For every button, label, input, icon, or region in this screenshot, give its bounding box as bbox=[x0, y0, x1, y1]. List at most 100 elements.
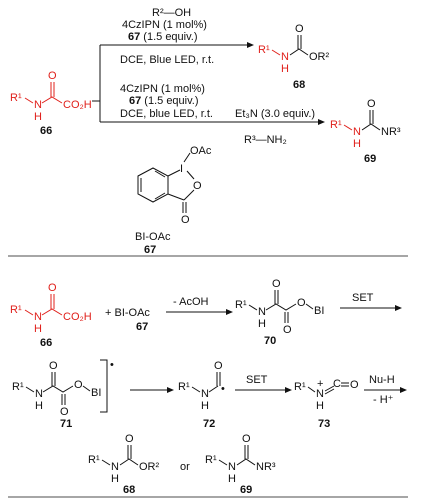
svg-text:N: N bbox=[34, 311, 42, 323]
svg-text:N: N bbox=[316, 388, 324, 400]
svg-text:H: H bbox=[201, 400, 209, 412]
svg-text:N: N bbox=[258, 306, 266, 318]
svg-text:R¹: R¹ bbox=[294, 381, 306, 393]
svg-text:OR²: OR² bbox=[309, 51, 330, 63]
svg-text:R¹: R¹ bbox=[330, 119, 342, 131]
svg-text:H: H bbox=[228, 473, 236, 485]
product-68: R¹ N H O OR² bbox=[258, 23, 330, 75]
svg-text:R¹: R¹ bbox=[178, 381, 190, 393]
svg-text:OAc: OAc bbox=[190, 145, 212, 157]
svg-text:O: O bbox=[74, 379, 83, 391]
et3n: Et₃N (3.0 equiv.) bbox=[235, 108, 315, 120]
svg-text:N: N bbox=[201, 388, 209, 400]
label-67b: 67 bbox=[136, 321, 148, 333]
oxidant-bottom: 67 (1.5 equiv.) bbox=[129, 95, 199, 107]
svg-text:H: H bbox=[34, 323, 42, 335]
product-69: R¹ N H O NR³ bbox=[330, 98, 401, 150]
mech-71: R¹ N H O O O BI • bbox=[12, 359, 114, 418]
label-69b: 69 bbox=[240, 484, 252, 496]
svg-text:H: H bbox=[258, 318, 266, 330]
svg-text:CO₂H: CO₂H bbox=[63, 311, 92, 323]
minus-acoh: - AcOH bbox=[173, 296, 209, 308]
svg-text:O: O bbox=[49, 360, 58, 372]
r3nh2: R³—NH₂ bbox=[244, 134, 287, 146]
label-71: 71 bbox=[60, 418, 72, 430]
svg-text:N: N bbox=[281, 51, 289, 63]
svg-text:O: O bbox=[350, 379, 359, 391]
svg-text:BI: BI bbox=[314, 305, 324, 317]
label-66: 66 bbox=[40, 125, 52, 137]
svg-text:N: N bbox=[35, 388, 43, 400]
nu-h: Nu-H bbox=[369, 374, 395, 386]
plus-bioac: + BI-OAc bbox=[105, 307, 150, 319]
atom-h: H bbox=[34, 111, 42, 123]
label-72: 72 bbox=[203, 418, 215, 430]
bioac-label: 67 bbox=[144, 244, 156, 256]
mech-69: R¹ N H O NR³ bbox=[205, 433, 276, 485]
svg-text:N: N bbox=[353, 126, 361, 138]
label-73: 73 bbox=[318, 418, 330, 430]
svg-text:I: I bbox=[180, 163, 183, 175]
svg-text:R¹: R¹ bbox=[258, 44, 270, 56]
mech-72: R¹ N H O • bbox=[178, 360, 225, 412]
atom-n: N bbox=[34, 99, 42, 111]
svg-text:N: N bbox=[111, 461, 119, 473]
mech-73: R¹ N + H C O bbox=[294, 378, 359, 412]
svg-text:N: N bbox=[228, 461, 236, 473]
label-69: 69 bbox=[364, 153, 376, 165]
svg-text:O: O bbox=[367, 98, 376, 110]
svg-text:H: H bbox=[35, 400, 43, 412]
svg-text:O: O bbox=[297, 297, 306, 309]
svg-text:R¹: R¹ bbox=[12, 381, 24, 393]
svg-text:R¹: R¹ bbox=[205, 454, 217, 466]
svg-text:O: O bbox=[60, 406, 69, 418]
oxidant-top: 67 (1.5 equiv.) bbox=[128, 31, 198, 43]
svg-text:O: O bbox=[48, 282, 57, 294]
svg-text:O: O bbox=[283, 324, 292, 336]
svg-text:BI: BI bbox=[91, 387, 101, 399]
svg-text:O: O bbox=[295, 23, 304, 35]
svg-text:H: H bbox=[281, 63, 289, 75]
svg-text:O: O bbox=[181, 214, 190, 226]
catalyst-bottom: 4CzIPN (1 mol%) bbox=[120, 83, 205, 95]
conditions-top: DCE, Blue LED, r.t. bbox=[120, 54, 214, 66]
bioac-name: BI-OAc bbox=[135, 231, 171, 243]
label-68b: 68 bbox=[123, 484, 135, 496]
svg-text:O: O bbox=[242, 433, 251, 445]
svg-text:H: H bbox=[316, 400, 324, 412]
minus-h: - H⁺ bbox=[373, 394, 394, 406]
svg-text:O: O bbox=[193, 180, 202, 192]
mech-70: R¹ N H O O O BI bbox=[235, 278, 324, 336]
svg-text:O: O bbox=[214, 360, 223, 372]
mech-66: R¹ N H O CO₂H bbox=[10, 282, 92, 335]
or-word: or bbox=[180, 461, 190, 473]
set-1: SET bbox=[352, 292, 374, 304]
svg-text:•: • bbox=[221, 383, 225, 395]
catalyst-top: 4CzIPN (1 mol%) bbox=[122, 19, 207, 31]
svg-text:R¹: R¹ bbox=[235, 299, 247, 311]
svg-text:NR³: NR³ bbox=[256, 461, 276, 473]
label-66b: 66 bbox=[40, 337, 52, 349]
label-68: 68 bbox=[293, 79, 305, 91]
substrate-66: R¹ N H O CO₂H bbox=[10, 70, 92, 123]
mech-68: R¹ N H O OR² bbox=[88, 433, 160, 485]
atom-co2h: CO₂H bbox=[63, 99, 92, 111]
svg-text:OR²: OR² bbox=[139, 461, 160, 473]
svg-text:O: O bbox=[272, 278, 281, 290]
svg-text:H: H bbox=[353, 138, 361, 150]
svg-text:NR³: NR³ bbox=[381, 126, 401, 138]
atom-r1: R¹ bbox=[10, 92, 22, 104]
atom-o: O bbox=[48, 70, 57, 82]
set-2: SET bbox=[246, 374, 268, 386]
svg-text:H: H bbox=[111, 473, 119, 485]
svg-text:O: O bbox=[125, 433, 134, 445]
svg-text:•: • bbox=[110, 359, 114, 371]
svg-text:C: C bbox=[333, 378, 341, 390]
svg-text:R¹: R¹ bbox=[10, 304, 22, 316]
conditions-bottom: DCE, blue LED, r.t. bbox=[120, 108, 213, 120]
svg-text:+: + bbox=[317, 378, 323, 390]
label-70: 70 bbox=[264, 335, 276, 347]
svg-text:R¹: R¹ bbox=[88, 454, 100, 466]
bioac-structure: I OAc O O bbox=[137, 145, 212, 226]
